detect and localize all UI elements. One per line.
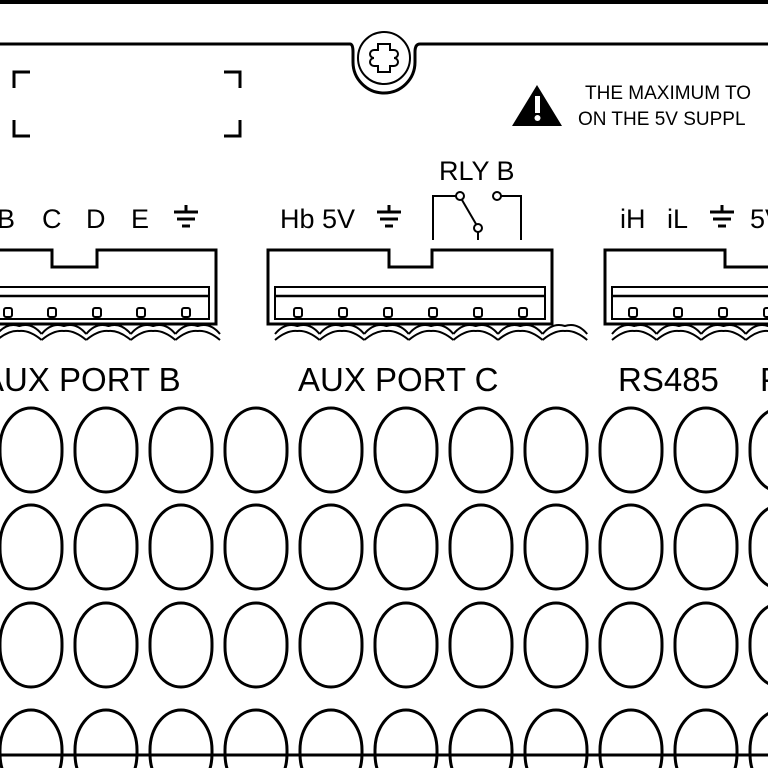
screw-icon <box>357 31 411 85</box>
vent-slot <box>148 406 214 494</box>
vent-slot <box>523 601 589 689</box>
ground-icon <box>377 205 401 228</box>
terminal-label: B <box>0 204 15 234</box>
warning-triangle-icon <box>512 85 562 126</box>
vent-slot <box>748 409 768 491</box>
terminal-screw-hole[interactable] <box>428 307 438 318</box>
relay-switch-icon <box>432 191 522 240</box>
terminal-label: iH <box>620 204 646 234</box>
vent-slot <box>373 406 439 494</box>
vent-slot <box>73 601 139 689</box>
terminal-label: D <box>86 204 106 234</box>
port-label-rs485: RS485 <box>618 361 719 398</box>
vent-slot <box>373 601 439 689</box>
terminal-screw-hole[interactable] <box>136 307 146 318</box>
vent-slot <box>448 708 514 768</box>
rs485-connector[interactable] <box>603 248 768 341</box>
vent-slot <box>223 503 289 591</box>
terminal-screw-hole[interactable] <box>92 307 102 318</box>
vent-slot <box>73 708 139 768</box>
terminal-screw-hole[interactable] <box>3 307 13 318</box>
terminal-screw-hole[interactable] <box>628 307 638 318</box>
port-label-next: P <box>760 361 768 398</box>
aux-port-b-connector[interactable] <box>0 248 221 341</box>
vent-slot <box>673 601 739 689</box>
vent-slot <box>73 406 139 494</box>
terminal-screw-hole[interactable] <box>47 307 57 318</box>
vent-slot <box>448 406 514 494</box>
vent-slot <box>598 708 664 768</box>
vent-slot <box>148 503 214 591</box>
vent-slot <box>523 503 589 591</box>
terminal-screw-hole[interactable] <box>383 307 393 318</box>
vent-slot <box>673 503 739 591</box>
vent-slot <box>223 406 289 494</box>
vent-slot <box>298 708 364 768</box>
vent-slot <box>148 601 214 689</box>
label-area-brackets <box>12 70 242 138</box>
terminal-label: C <box>42 204 62 234</box>
vent-slot <box>598 503 664 591</box>
vent-slot <box>748 506 768 588</box>
vent-slot <box>0 503 64 591</box>
vent-slot <box>0 708 64 768</box>
terminal-label: 5V <box>750 204 768 234</box>
vent-slot <box>523 708 589 768</box>
vent-slot <box>598 601 664 689</box>
panel-edge <box>0 42 768 95</box>
relay-label: RLY B <box>439 156 515 186</box>
terminal-screw-hole[interactable] <box>338 307 348 318</box>
vent-slot <box>523 406 589 494</box>
port-label-aux-c: AUX PORT C <box>298 361 499 398</box>
terminal-label: 5V <box>322 204 355 234</box>
vent-slot <box>73 503 139 591</box>
vent-slot <box>598 406 664 494</box>
vent-slot <box>298 406 364 494</box>
vent-slot <box>223 601 289 689</box>
terminal-screw-hole[interactable] <box>293 307 303 318</box>
warning-text-line1: THE MAXIMUM TO <box>585 83 751 104</box>
vent-slot <box>673 708 739 768</box>
terminal-screw-hole[interactable] <box>473 307 483 318</box>
warning-text-line2: ON THE 5V SUPPL <box>578 109 746 130</box>
terminal-label: Hb <box>280 204 315 234</box>
aux-port-c-connector[interactable] <box>266 248 588 341</box>
terminal-screw-hole[interactable] <box>181 307 191 318</box>
vent-slot <box>0 601 64 689</box>
vent-slot <box>298 503 364 591</box>
terminal-screw-hole[interactable] <box>763 307 768 318</box>
ground-icon <box>710 205 734 228</box>
port-label-aux-b: AUX PORT B <box>0 361 181 398</box>
vent-slot <box>748 604 768 686</box>
vent-slot <box>373 503 439 591</box>
vent-slot <box>748 711 768 768</box>
vent-slot <box>0 406 64 494</box>
terminal-screw-hole[interactable] <box>673 307 683 318</box>
vent-slot <box>223 708 289 768</box>
vent-slot <box>448 503 514 591</box>
terminal-label: E <box>131 204 149 234</box>
vent-slot <box>373 708 439 768</box>
terminal-screw-hole[interactable] <box>718 307 728 318</box>
terminal-label: iL <box>667 204 688 234</box>
vent-slot <box>448 601 514 689</box>
vent-slot <box>298 601 364 689</box>
vent-slot <box>673 406 739 494</box>
ground-icon <box>174 205 198 228</box>
vent-slot <box>148 708 214 768</box>
terminal-screw-hole[interactable] <box>518 307 528 318</box>
